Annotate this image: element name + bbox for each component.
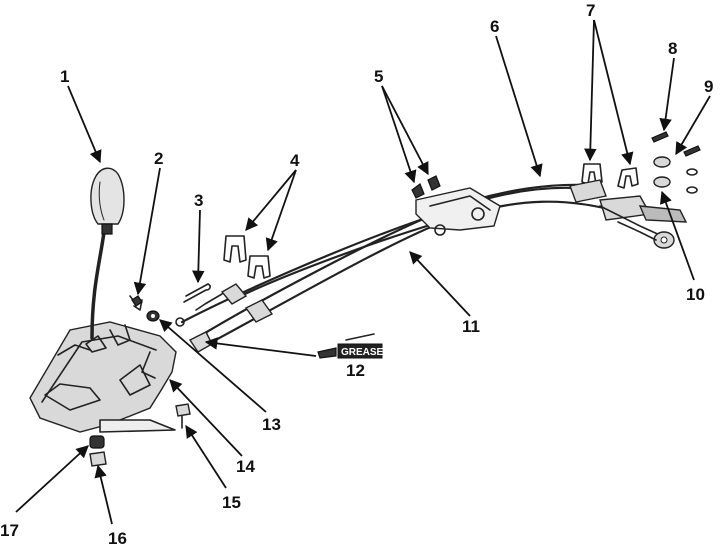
callout-17: 17 bbox=[0, 521, 19, 540]
callout-10: 10 bbox=[686, 285, 705, 304]
callout-2: 2 bbox=[154, 149, 163, 168]
callout-11: 11 bbox=[462, 317, 480, 336]
callout-14: 14 bbox=[236, 457, 255, 476]
bushing-17 bbox=[89, 435, 105, 449]
grease-tube: GREASE bbox=[317, 333, 384, 359]
callout-8: 8 bbox=[668, 39, 677, 58]
bolt-15 bbox=[175, 403, 191, 429]
nut-16 bbox=[89, 451, 107, 467]
callout-13: 13 bbox=[262, 415, 281, 434]
leader-lines bbox=[15, 19, 711, 525]
callout-9: 9 bbox=[704, 77, 713, 96]
pins-and-washers bbox=[651, 131, 701, 194]
callout-5: 5 bbox=[374, 67, 383, 86]
shift-lever-housing bbox=[29, 321, 177, 433]
callout-1: 1 bbox=[60, 67, 69, 86]
callout-16: 16 bbox=[108, 529, 127, 548]
callout-12: 12 bbox=[346, 361, 365, 380]
callout-6: 6 bbox=[490, 17, 499, 36]
cable-bracket bbox=[411, 175, 501, 236]
washer-13 bbox=[146, 310, 160, 322]
retaining-clip-3 bbox=[183, 283, 211, 303]
shift-cables bbox=[180, 183, 622, 344]
callout-3: 3 bbox=[194, 191, 203, 210]
shift-lever-rod bbox=[85, 230, 107, 353]
callout-labels: 1 2 3 4 5 6 7 8 9 10 11 12 13 14 15 16 1… bbox=[0, 1, 713, 548]
lever-clip bbox=[129, 295, 143, 311]
cable-clips-4 bbox=[223, 235, 271, 279]
shift-knob bbox=[90, 167, 125, 235]
callout-4: 4 bbox=[290, 151, 300, 170]
callout-15: 15 bbox=[222, 493, 241, 512]
callout-7: 7 bbox=[586, 1, 595, 20]
grease-tube-label: GREASE bbox=[341, 347, 384, 358]
cable-end-fittings-upper bbox=[569, 179, 688, 249]
